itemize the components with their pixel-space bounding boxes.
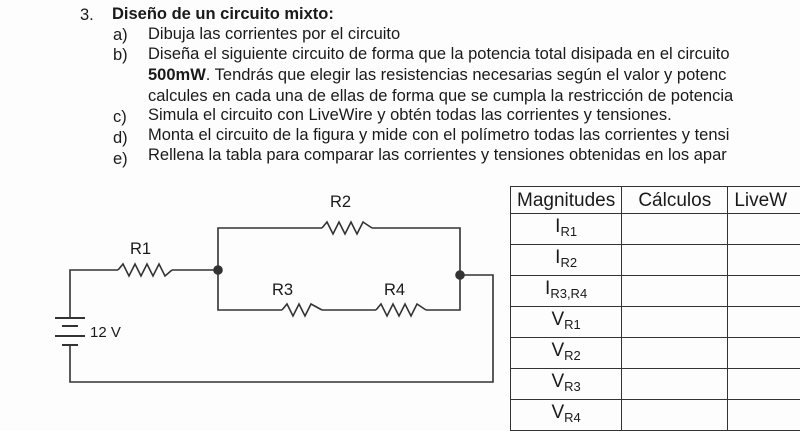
livewire-cell[interactable]	[728, 369, 800, 400]
magnitude-subscript: R1	[560, 224, 577, 239]
header-magnitudes: Magnitudes	[511, 187, 622, 214]
calculos-cell[interactable]	[622, 307, 728, 338]
magnitude-subscript: R3	[564, 379, 581, 394]
label-r1: R1	[130, 240, 151, 259]
livewire-cell[interactable]	[728, 400, 800, 431]
resistor-r1	[118, 264, 172, 276]
calculos-cell[interactable]	[622, 245, 728, 276]
table-row: VR2	[511, 338, 800, 369]
magnitude-subscript: R2	[564, 348, 581, 363]
calculos-cell[interactable]	[622, 369, 728, 400]
header-livewire: LiveW	[728, 187, 800, 214]
resistor-r3	[282, 304, 322, 316]
table-row: IR3,R4	[511, 276, 800, 307]
node-right	[456, 271, 464, 279]
magnitude-subscript: R1	[564, 317, 581, 332]
resistor-r2	[322, 222, 372, 234]
calculos-cell[interactable]	[622, 276, 728, 307]
calculos-cell[interactable]	[622, 400, 728, 431]
magnitude-cell: IR2	[511, 245, 622, 276]
label-r4: R4	[384, 281, 405, 300]
battery-icon	[55, 318, 85, 345]
magnitude-symbol: V	[551, 309, 564, 330]
label-r2: R2	[330, 193, 351, 212]
magnitude-cell: IR1	[511, 214, 622, 245]
livewire-cell[interactable]	[728, 338, 800, 369]
table-row: IR1	[511, 214, 800, 245]
magnitude-cell: VR3	[511, 369, 622, 400]
livewire-cell[interactable]	[728, 214, 800, 245]
resistor-r4	[376, 304, 426, 316]
table-row: VR4	[511, 400, 800, 431]
calculos-cell[interactable]	[622, 214, 728, 245]
magnitude-subscript: R2	[560, 255, 577, 270]
header-calculos: Cálculos	[622, 187, 728, 214]
label-r3: R3	[272, 281, 293, 300]
magnitude-symbol: V	[551, 371, 564, 392]
livewire-cell[interactable]	[728, 276, 800, 307]
table-header: Magnitudes Cálculos LiveW	[511, 187, 800, 214]
magnitude-cell: VR2	[511, 338, 622, 369]
livewire-cell[interactable]	[728, 307, 800, 338]
label-source: 12 V	[90, 324, 121, 341]
magnitude-symbol: V	[551, 340, 564, 361]
node-left	[214, 266, 222, 274]
magnitude-cell: VR4	[511, 400, 622, 431]
calculos-cell[interactable]	[622, 338, 728, 369]
circuit-diagram	[0, 0, 520, 420]
table-row: VR3	[511, 369, 800, 400]
table-row: IR2	[511, 245, 800, 276]
magnitude-cell: VR1	[511, 307, 622, 338]
livewire-cell[interactable]	[728, 245, 800, 276]
magnitude-subscript: R3,R4	[550, 286, 587, 301]
table-row: VR1	[511, 307, 800, 338]
magnitude-cell: IR3,R4	[511, 276, 622, 307]
magnitude-subscript: R4	[564, 410, 581, 425]
